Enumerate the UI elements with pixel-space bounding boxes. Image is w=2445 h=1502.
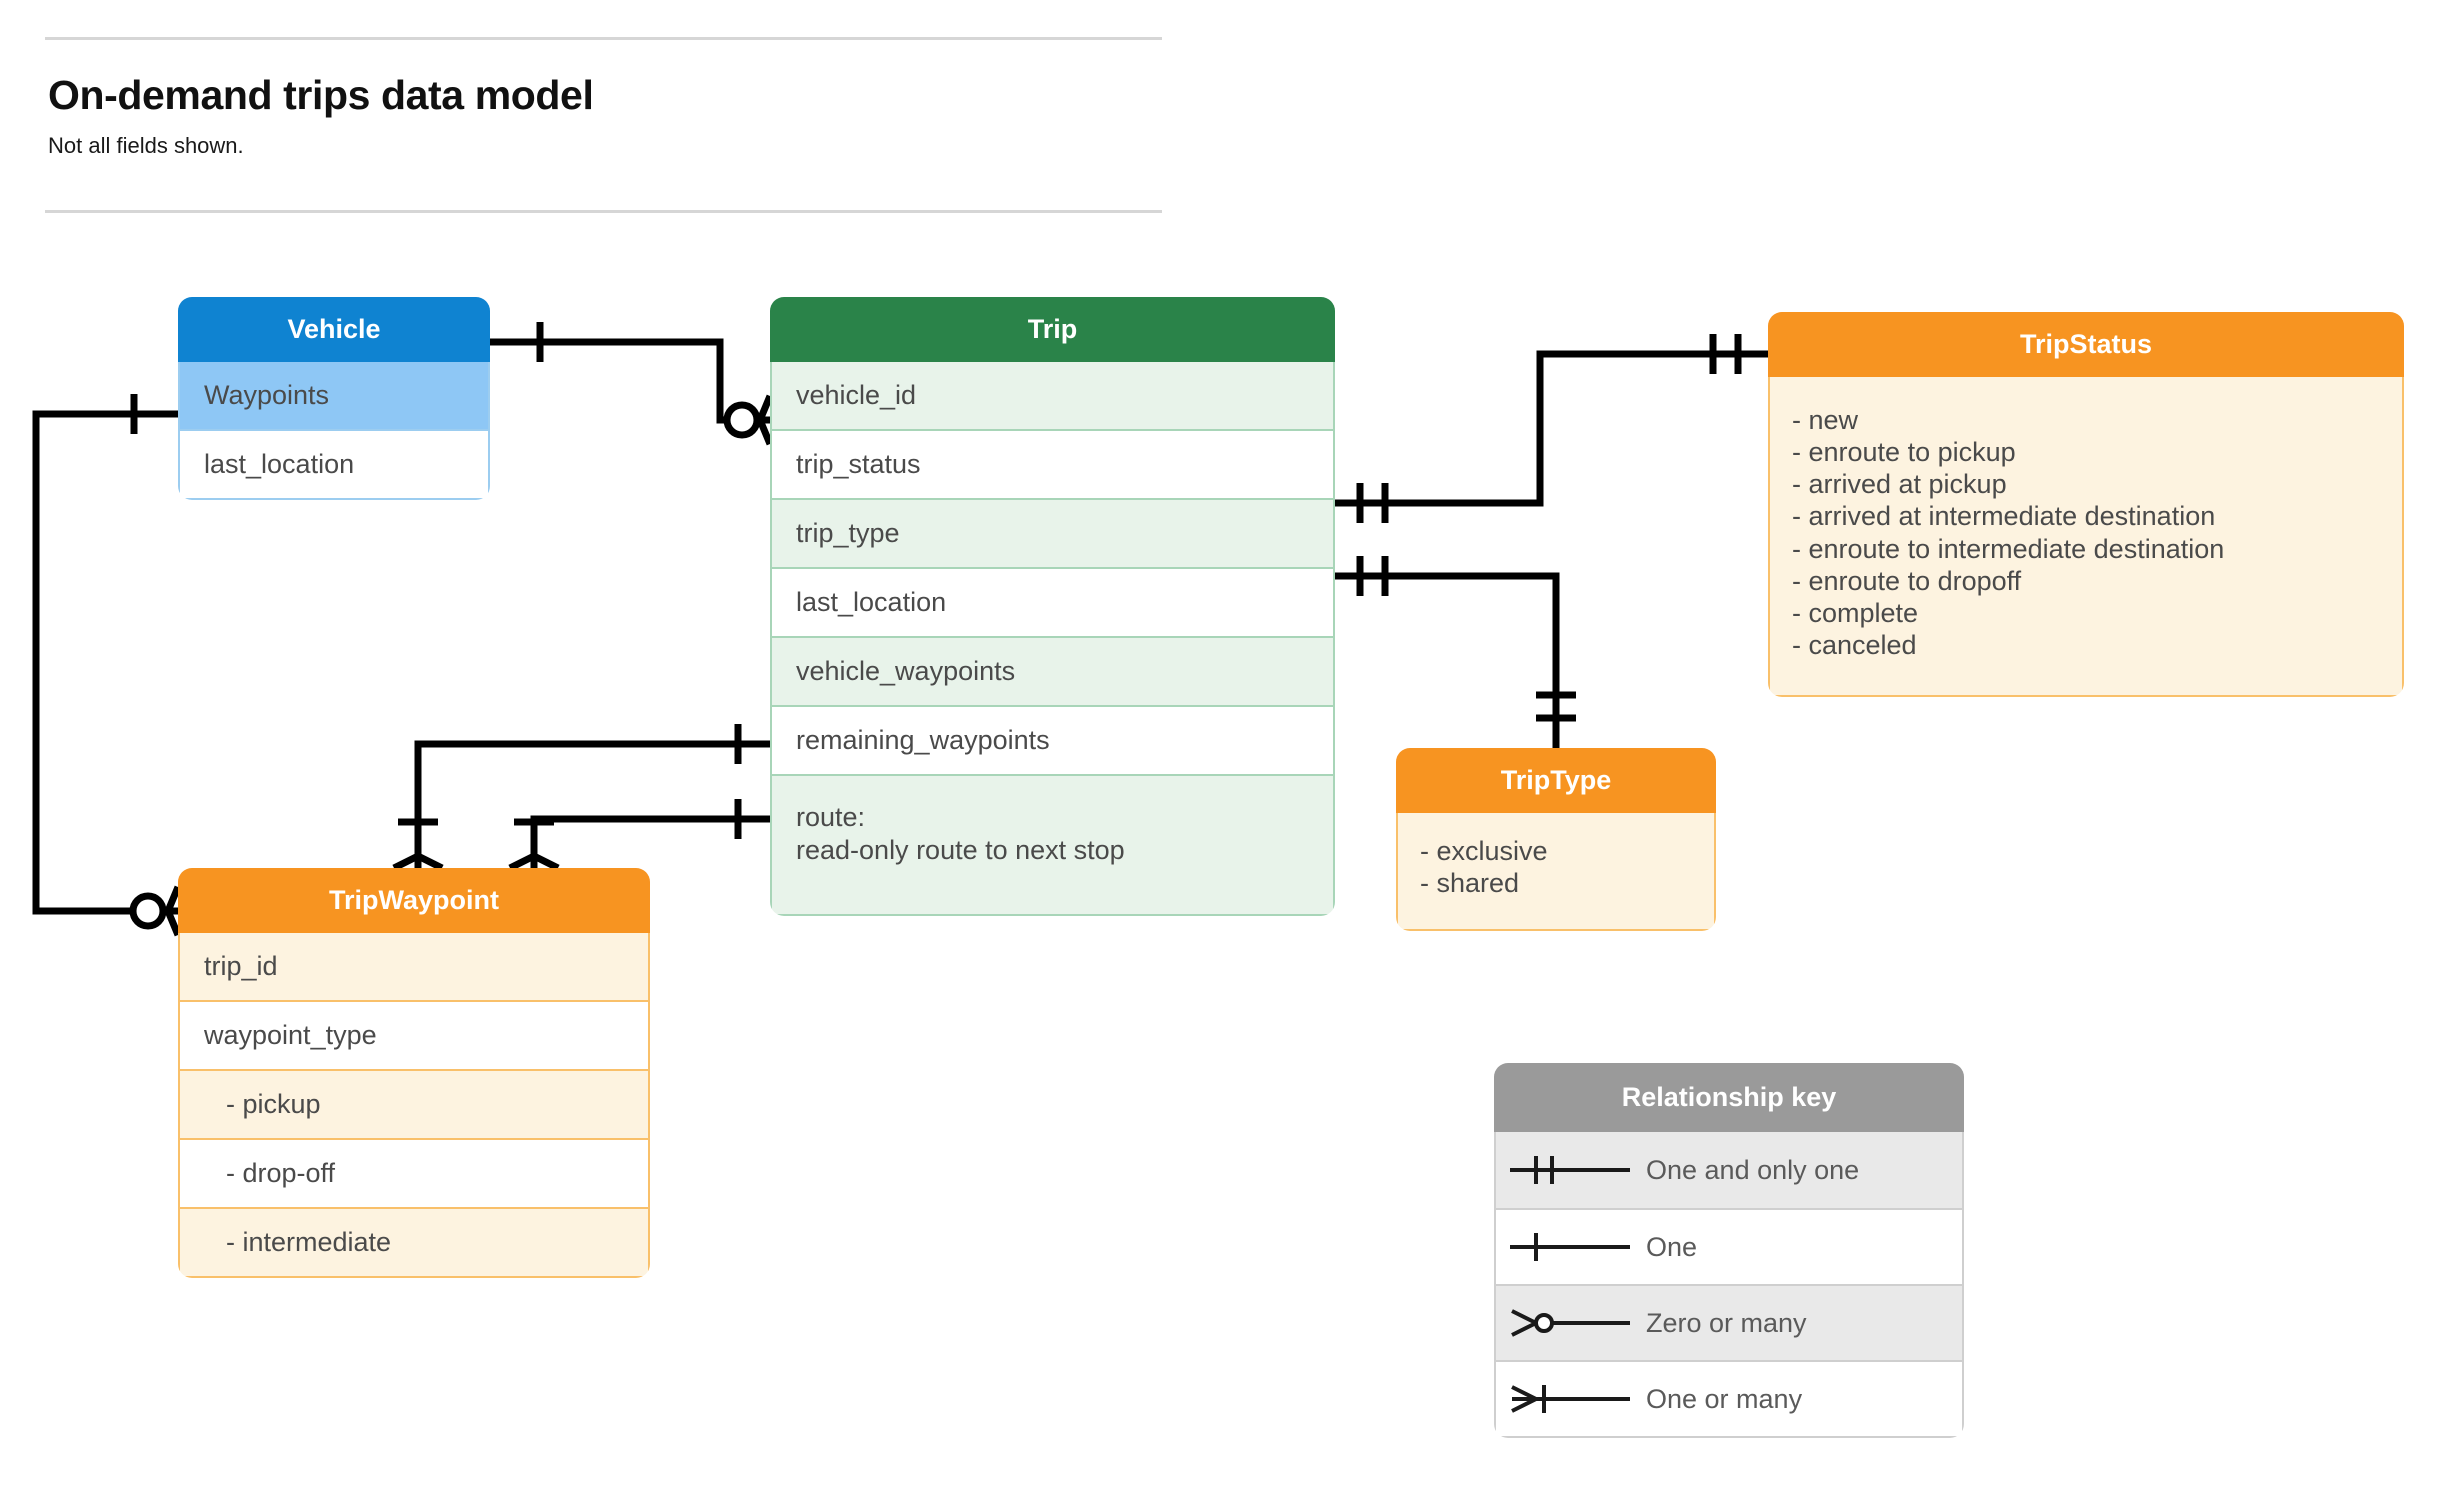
header-divider-bottom xyxy=(45,210,1162,213)
entity-trip-fields: vehicle_id trip_status trip_type last_lo… xyxy=(770,362,1335,916)
entity-trip-status-title: TripStatus xyxy=(1768,312,2404,377)
entity-trip-status[interactable]: TripStatus - new - enroute to pickup - a… xyxy=(1768,312,2404,697)
crowfoot-tripwaypoint-top-left xyxy=(392,852,444,872)
connector-trip-type-to-triptype xyxy=(1335,572,1560,748)
page-subtitle: Not all fields shown. xyxy=(48,133,244,158)
connector-remaining-waypoints-to-tripwaypoint xyxy=(530,815,770,868)
field-vehicle-waypoints[interactable]: Waypoints xyxy=(180,362,488,429)
entity-vehicle[interactable]: Vehicle Waypoints last_location xyxy=(178,297,490,500)
legend-title: Relationship key xyxy=(1494,1063,1964,1132)
field-tripwaypoint-trip-id[interactable]: trip_id xyxy=(180,933,648,1000)
header-divider-top xyxy=(45,37,1162,40)
value-waypoint-type-pickup: - pickup xyxy=(180,1068,648,1138)
crowfoot-tripwaypoint-left xyxy=(164,885,182,937)
zero-marker-trip-vehicleid xyxy=(723,401,761,439)
field-trip-remaining-waypoints[interactable]: remaining_waypoints xyxy=(772,704,1333,774)
value-trip-status-enroute-intermediate: - enroute to intermediate destination xyxy=(1792,533,2225,564)
field-trip-last-location[interactable]: last_location xyxy=(772,566,1333,636)
one-or-many-icon xyxy=(1496,1379,1646,1419)
legend-row-zero-or-many: Zero or many xyxy=(1496,1284,1962,1360)
connector-vehicle-waypoints-to-tripwaypoint xyxy=(32,410,178,915)
zero-or-many-icon xyxy=(1496,1303,1646,1343)
entity-trip-type-title: TripType xyxy=(1396,748,1716,813)
value-waypoint-type-intermediate: - intermediate xyxy=(180,1206,648,1276)
value-trip-status-enroute-dropoff: - enroute to dropoff xyxy=(1792,565,2022,596)
zero-marker-tripwaypoint-left xyxy=(129,892,167,930)
connector-trip-status-to-tripstatus xyxy=(1335,350,1768,507)
entity-trip[interactable]: Trip vehicle_id trip_status trip_type la… xyxy=(770,297,1335,916)
legend-label-one: One xyxy=(1646,1231,1698,1262)
legend-label-zero-or-many: Zero or many xyxy=(1646,1307,1807,1338)
value-trip-status-new: - new xyxy=(1792,405,1859,435)
field-trip-vehicle-waypoints[interactable]: vehicle_waypoints xyxy=(772,635,1333,705)
one-icon xyxy=(1496,1227,1646,1267)
value-trip-status-complete: - complete xyxy=(1792,597,1919,628)
entity-vehicle-fields: Waypoints last_location xyxy=(178,362,490,500)
field-trip-trip-status[interactable]: trip_status xyxy=(772,428,1333,498)
legend-row-one-and-only-one: One and only one xyxy=(1496,1132,1962,1208)
relationship-key-legend: Relationship key One and only one xyxy=(1494,1063,1964,1438)
legend-row-one: One xyxy=(1496,1208,1962,1284)
legend-label-one-and-only-one: One and only one xyxy=(1646,1154,1860,1185)
value-trip-status-arrived-pickup: - arrived at pickup xyxy=(1792,469,2007,500)
entity-trip-waypoint[interactable]: TripWaypoint trip_id waypoint_type - pic… xyxy=(178,868,650,1278)
one-and-only-one-icon xyxy=(1496,1150,1646,1190)
crowfoot-trip-vehicleid xyxy=(756,394,774,446)
entity-trip-title: Trip xyxy=(770,297,1335,362)
field-tripwaypoint-waypoint-type[interactable]: waypoint_type xyxy=(180,999,648,1069)
entity-trip-status-values: - new - enroute to pickup - arrived at p… xyxy=(1768,377,2404,697)
field-trip-route[interactable]: route: read-only route to next stop xyxy=(772,773,1333,914)
legend-rows: One and only one One xyxy=(1494,1132,1964,1438)
value-waypoint-type-dropoff: - drop-off xyxy=(180,1137,648,1207)
field-trip-trip-type[interactable]: trip_type xyxy=(772,497,1333,567)
page-title: On-demand trips data model xyxy=(48,72,594,118)
legend-label-one-or-many: One or many xyxy=(1646,1383,1803,1414)
legend-row-one-or-many: One or many xyxy=(1496,1360,1962,1436)
entity-trip-waypoint-fields: trip_id waypoint_type - pickup - drop-of… xyxy=(178,933,650,1278)
connector-vehicle-waypoints-field-to-tripwaypoint xyxy=(414,740,770,868)
value-trip-status-enroute-pickup: - enroute to pickup xyxy=(1792,437,2016,468)
connector-vehicle-to-trip xyxy=(490,338,742,424)
field-trip-vehicle-id[interactable]: vehicle_id xyxy=(772,362,1333,429)
value-trip-type-exclusive: - exclusive xyxy=(1420,836,1548,866)
value-trip-status-canceled: - canceled xyxy=(1792,629,1917,660)
entity-trip-waypoint-title: TripWaypoint xyxy=(178,868,650,933)
crowfoot-tripwaypoint-top-right xyxy=(508,852,560,872)
entity-trip-type[interactable]: TripType - exclusive - shared xyxy=(1396,748,1716,932)
value-trip-type-shared: - shared xyxy=(1420,868,1520,899)
value-trip-status-arrived-intermediate: - arrived at intermediate destination xyxy=(1792,501,2216,532)
entity-trip-type-values: - exclusive - shared xyxy=(1396,813,1716,932)
entity-vehicle-title: Vehicle xyxy=(178,297,490,362)
field-vehicle-last-location[interactable]: last_location xyxy=(180,428,488,498)
